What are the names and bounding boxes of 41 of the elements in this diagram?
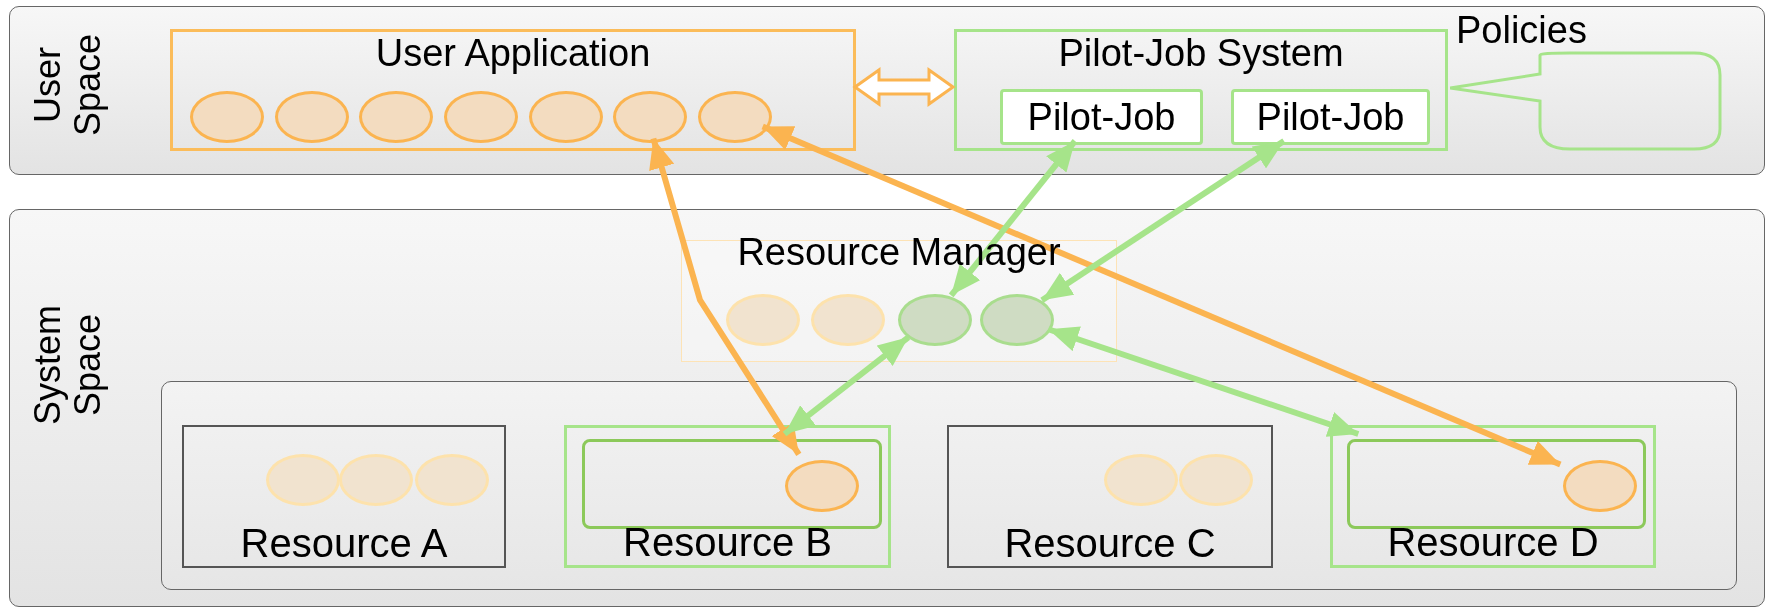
box-label: Pilot-Job	[1026, 98, 1177, 138]
task-ellipse	[811, 294, 885, 346]
box-label: Resource A	[239, 522, 449, 564]
system-box	[954, 29, 1448, 151]
manager-box	[681, 240, 1117, 362]
task-ellipse	[339, 454, 413, 506]
box-label: Resource Manager	[736, 233, 1062, 273]
box-label: User Application	[374, 34, 652, 74]
layer-label: System Space	[28, 304, 108, 427]
task-ellipse	[698, 91, 772, 143]
double-arrow	[852, 67, 956, 107]
layer-label: User Space	[28, 32, 108, 139]
job-box	[1000, 89, 1203, 145]
resource-box	[182, 425, 506, 568]
resource-box	[1330, 425, 1656, 568]
layer-band	[9, 6, 1765, 175]
box-label: Resource D	[1386, 521, 1600, 563]
task-ellipse	[266, 454, 340, 506]
task-ellipse	[1563, 460, 1637, 512]
arrow	[1040, 138, 1286, 303]
arrow	[649, 137, 802, 456]
resource-box	[947, 425, 1273, 568]
arrow	[948, 139, 1078, 298]
box-label: Pilot-Job System	[1057, 34, 1345, 74]
job-box	[1231, 89, 1430, 145]
task-ellipse	[980, 294, 1054, 346]
allocation-box	[582, 439, 882, 529]
resource-panel	[161, 381, 1737, 590]
layer-band	[9, 209, 1765, 607]
box-label: Resource C	[1003, 522, 1217, 564]
arrow	[761, 123, 1562, 468]
box-label: Policies	[1456, 11, 1587, 51]
allocation-box	[1347, 439, 1646, 529]
task-ellipse	[726, 294, 800, 346]
resource-box	[564, 425, 891, 568]
box-label: Pilot-Job	[1255, 98, 1406, 138]
arrow	[1047, 326, 1360, 437]
task-ellipse	[898, 294, 972, 346]
arrow	[782, 334, 911, 437]
box-label: Resource B	[622, 521, 833, 563]
application-box	[170, 29, 856, 151]
